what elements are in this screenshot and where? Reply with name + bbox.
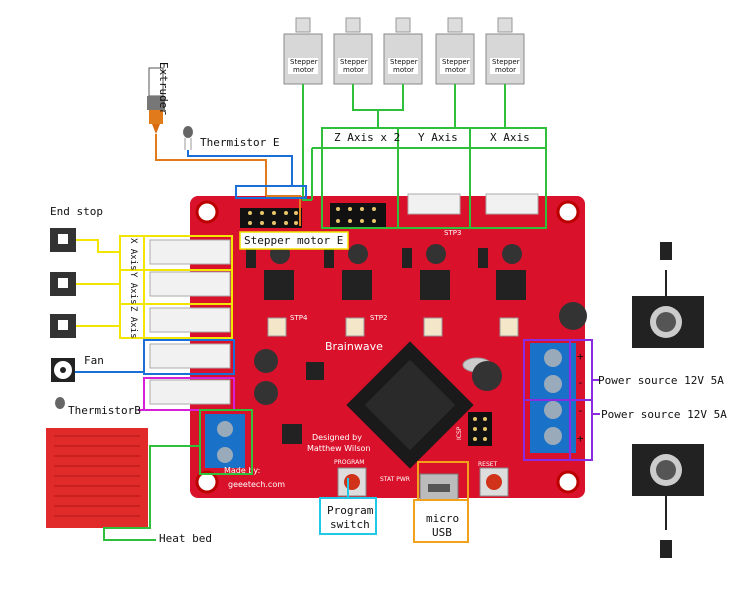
program-switch-box — [319, 497, 377, 535]
power-minus-2: - — [577, 404, 584, 417]
motor-4-line1: Stepper — [442, 58, 470, 66]
fan-wiring — [75, 339, 235, 375]
thermistor-e-label: Thermistor E — [200, 136, 280, 149]
power-supply-1-icon — [632, 242, 704, 348]
thermistor-e-icon — [183, 126, 193, 150]
power-wiring — [523, 339, 600, 461]
stepper-motors: Stepper motor Stepper motor Stepper moto… — [283, 17, 525, 85]
power-supply-2-icon — [632, 444, 704, 558]
endstop-wiring — [76, 235, 233, 339]
motor-2-line1: Stepper — [340, 58, 368, 66]
stp4-label: STP4 — [290, 314, 308, 322]
made-by-label: Made by: — [224, 466, 260, 475]
program-label: PROGRAM — [334, 459, 364, 466]
thermistor-b-icon — [55, 397, 65, 409]
designed-by-line2: Matthew Wilson — [307, 444, 370, 453]
micro-usb-label-line1: micro — [426, 512, 460, 525]
program-switch-label-line2: switch — [330, 518, 370, 531]
endstop-y-axis-label: Y Axis — [128, 272, 138, 305]
motor-5-line1: Stepper — [492, 58, 520, 66]
designed-by-line1: Designed by — [312, 433, 362, 442]
motor-wiring — [302, 84, 547, 229]
motor-5-line2: motor — [495, 66, 516, 74]
motor-1-line1: Stepper — [290, 58, 318, 66]
power-source-2-label: Power source 12V 5A — [601, 408, 727, 421]
micro-usb-label-line2: USB — [432, 526, 452, 539]
board-url: geeetech.com — [228, 480, 285, 489]
power-source-1-label: Power source 12V 5A — [598, 374, 724, 387]
motor-2-line2: motor — [343, 66, 364, 74]
stp3-label: STP3 — [444, 229, 461, 237]
icsp-label: ICSP — [456, 426, 463, 440]
heat-bed-icon — [46, 428, 148, 528]
heat-bed-wiring — [103, 409, 253, 541]
power-plus-1: + — [577, 350, 584, 363]
stepper-motor-1: Stepper motor — [283, 17, 323, 85]
thermistor-b-label: ThermistorB — [68, 404, 141, 417]
stepper-motor-e-label: Stepper motor E — [244, 234, 344, 247]
fan-label: Fan — [84, 354, 104, 367]
motor-1-line2: motor — [293, 66, 314, 74]
y-axis-label: Y Axis — [418, 131, 458, 144]
heat-bed-label: Heat bed — [159, 532, 212, 545]
thermistor-e-wiring — [187, 150, 307, 199]
power-plus-2: + — [577, 432, 584, 445]
board-name: Brainwave — [325, 340, 383, 353]
pcb-board — [149, 193, 587, 501]
endstop-z-axis-label: Z Axis — [128, 306, 138, 339]
x-axis-label: X Axis — [490, 131, 530, 144]
end-stop-label: End stop — [50, 205, 103, 218]
stp2-label: STP2 — [370, 314, 387, 322]
power-minus-1: - — [577, 376, 584, 389]
extruder-label: Extruder — [157, 62, 170, 115]
extruder-wiring — [155, 134, 301, 226]
stepper-motor-4: Stepper motor — [435, 17, 475, 85]
fan-icon — [51, 358, 75, 382]
extruder-icon — [147, 67, 165, 134]
program-switch-label-line1: Program — [327, 504, 374, 517]
motor-3-line1: Stepper — [390, 58, 418, 66]
endstop-x-axis-label: X Axis — [128, 238, 138, 271]
stepper-motor-2: Stepper motor — [333, 17, 373, 85]
stat-pwr-label: STAT PWR — [380, 476, 410, 483]
thermistor-b-wiring — [138, 377, 235, 411]
stepper-motor-5: Stepper motor — [485, 17, 525, 85]
motor-4-line2: motor — [445, 66, 466, 74]
reset-label: RESET — [478, 461, 498, 468]
motor-3-line2: motor — [393, 66, 414, 74]
stepper-motor-3: Stepper motor — [383, 17, 423, 85]
z-axis-x2-label: Z Axis x 2 — [334, 131, 401, 144]
micro-usb-box — [413, 499, 469, 543]
stepper-e-box — [239, 231, 349, 250]
endstop-icons — [50, 228, 76, 338]
